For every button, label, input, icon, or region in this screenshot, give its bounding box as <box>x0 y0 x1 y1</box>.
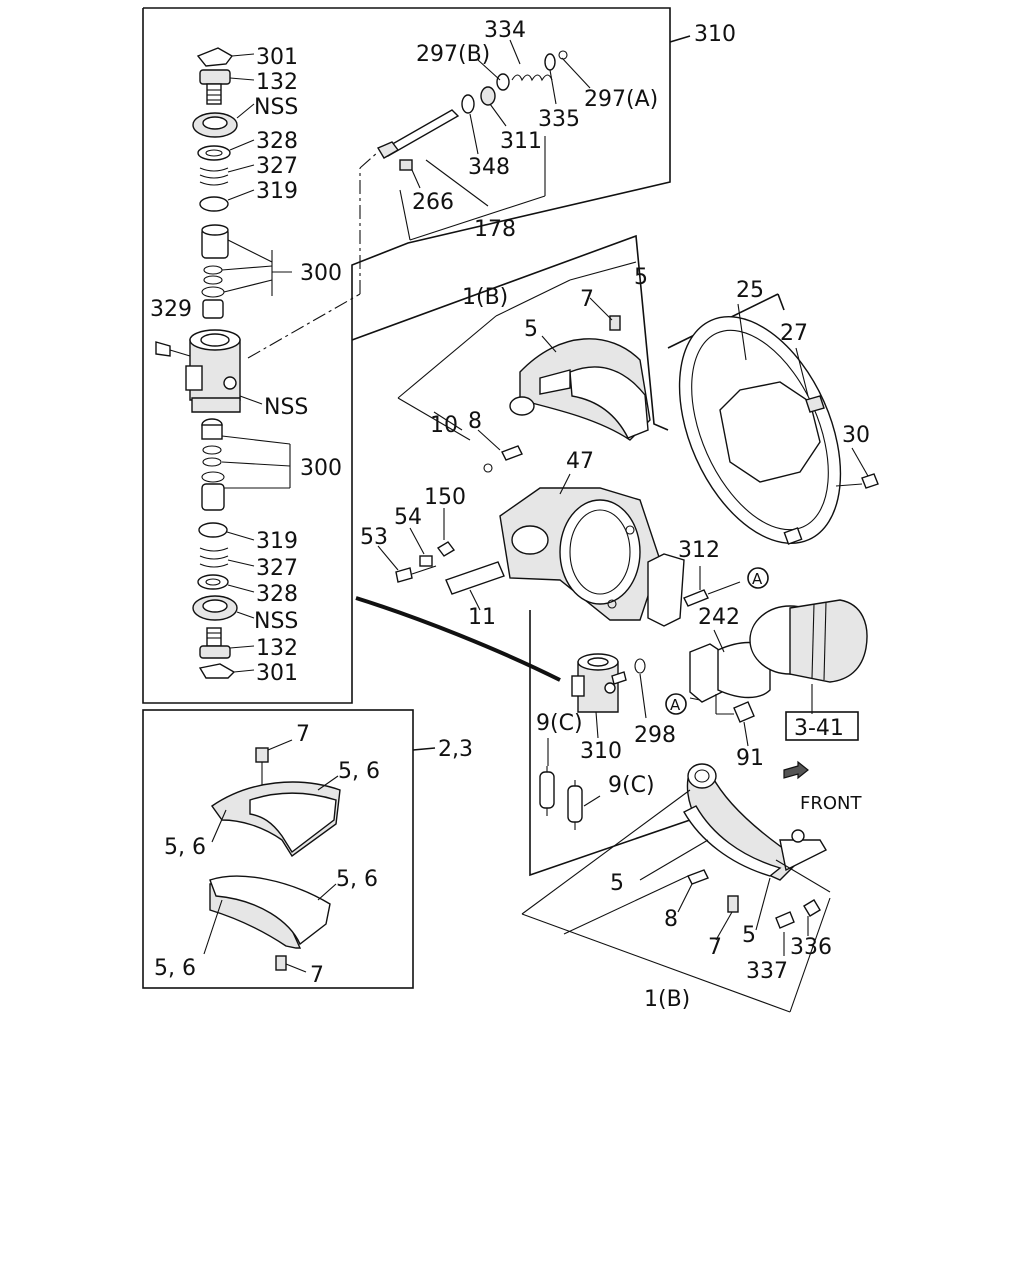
label-329: 329 <box>150 297 192 322</box>
label-328-bottom: 328 <box>256 582 298 607</box>
label-10: 10 <box>430 413 458 438</box>
label-5-6-bottom-left: 5, 6 <box>154 956 196 981</box>
brake-spider <box>377 473 741 627</box>
label-5-left: 5 <box>524 317 538 342</box>
upper-brake-shoe <box>397 261 651 473</box>
label-300-top: 300 <box>300 261 342 286</box>
label-nss-top: NSS <box>254 95 298 120</box>
label-319-top: 319 <box>256 179 298 204</box>
label-front: FRONT <box>800 793 862 814</box>
front-arrow-icon <box>783 760 809 780</box>
label-337: 337 <box>746 959 788 984</box>
label-301-bottom: 301 <box>256 661 298 686</box>
adjuster-rod-group <box>376 39 591 241</box>
label-5-right: 5 <box>634 265 648 290</box>
label-311: 311 <box>500 129 542 154</box>
label-53: 53 <box>360 525 388 550</box>
label-3-41: 3-41 <box>794 716 844 741</box>
label-266: 266 <box>412 190 454 215</box>
label-132-bottom: 132 <box>256 636 298 661</box>
brake-chamber <box>689 599 868 747</box>
label-328-top: 328 <box>256 129 298 154</box>
ref-box-3-41 <box>785 711 859 741</box>
frame-lining-kit <box>142 709 436 989</box>
label-335: 335 <box>538 107 580 132</box>
label-91: 91 <box>736 746 764 771</box>
label-5-6-bottom-right: 5, 6 <box>336 867 378 892</box>
label-7-kit-top: 7 <box>296 722 310 747</box>
wheel-cylinder-stack <box>155 47 379 679</box>
label-327-bottom: 327 <box>256 556 298 581</box>
backing-plate <box>678 303 879 545</box>
label-310-bottom: 310 <box>580 739 622 764</box>
label-27: 27 <box>780 321 808 346</box>
label-54: 54 <box>394 505 422 530</box>
label-348: 348 <box>468 155 510 180</box>
label-319-bottom: 319 <box>256 529 298 554</box>
label-5-6-top-right: 5, 6 <box>338 759 380 784</box>
label-47: 47 <box>566 449 594 474</box>
label-310-top: 310 <box>694 22 736 47</box>
label-297a: 297(A) <box>584 87 658 112</box>
label-2-3: 2,3 <box>438 737 473 762</box>
label-7-upper: 7 <box>580 287 594 312</box>
ref-circle-a-bottom <box>665 693 687 715</box>
label-8-upper: 8 <box>468 409 482 434</box>
ref-circle-a-top <box>747 567 769 589</box>
label-nss-mid: NSS <box>264 395 308 420</box>
label-7-lower: 7 <box>708 935 722 960</box>
label-150: 150 <box>424 485 466 510</box>
wheel-cylinder-assembly <box>355 596 647 739</box>
label-327-top: 327 <box>256 154 298 179</box>
lining-kit-parts <box>203 739 341 973</box>
label-5-6-top-left: 5, 6 <box>164 835 206 860</box>
label-297b: 297(B) <box>416 42 490 67</box>
label-334: 334 <box>484 18 526 43</box>
label-132-top: 132 <box>256 70 298 95</box>
label-312: 312 <box>678 538 720 563</box>
label-298: 298 <box>634 723 676 748</box>
label-336: 336 <box>790 935 832 960</box>
return-springs <box>539 738 601 830</box>
label-8-lower: 8 <box>664 907 678 932</box>
label-5-lower-right: 5 <box>742 923 756 948</box>
label-1b-top: 1(B) <box>462 285 508 310</box>
frame-wheel-cylinder <box>142 7 691 704</box>
label-9c-right: 9(C) <box>608 773 655 798</box>
label-178: 178 <box>474 217 516 242</box>
label-circle-a-bottom: A <box>670 696 681 714</box>
label-300-bottom: 300 <box>300 456 342 481</box>
label-circle-a-top: A <box>752 570 763 588</box>
label-301-top: 301 <box>256 45 298 70</box>
lower-brake-shoe <box>521 763 831 1013</box>
label-1b-bottom: 1(B) <box>644 987 690 1012</box>
label-11: 11 <box>468 605 496 630</box>
label-25: 25 <box>736 278 764 303</box>
label-5-lower-left: 5 <box>610 871 624 896</box>
label-nss-bottom: NSS <box>254 609 298 634</box>
label-7-kit-bottom: 7 <box>310 963 324 988</box>
label-242: 242 <box>698 605 740 630</box>
label-9c-left: 9(C) <box>536 711 583 736</box>
label-30: 30 <box>842 423 870 448</box>
